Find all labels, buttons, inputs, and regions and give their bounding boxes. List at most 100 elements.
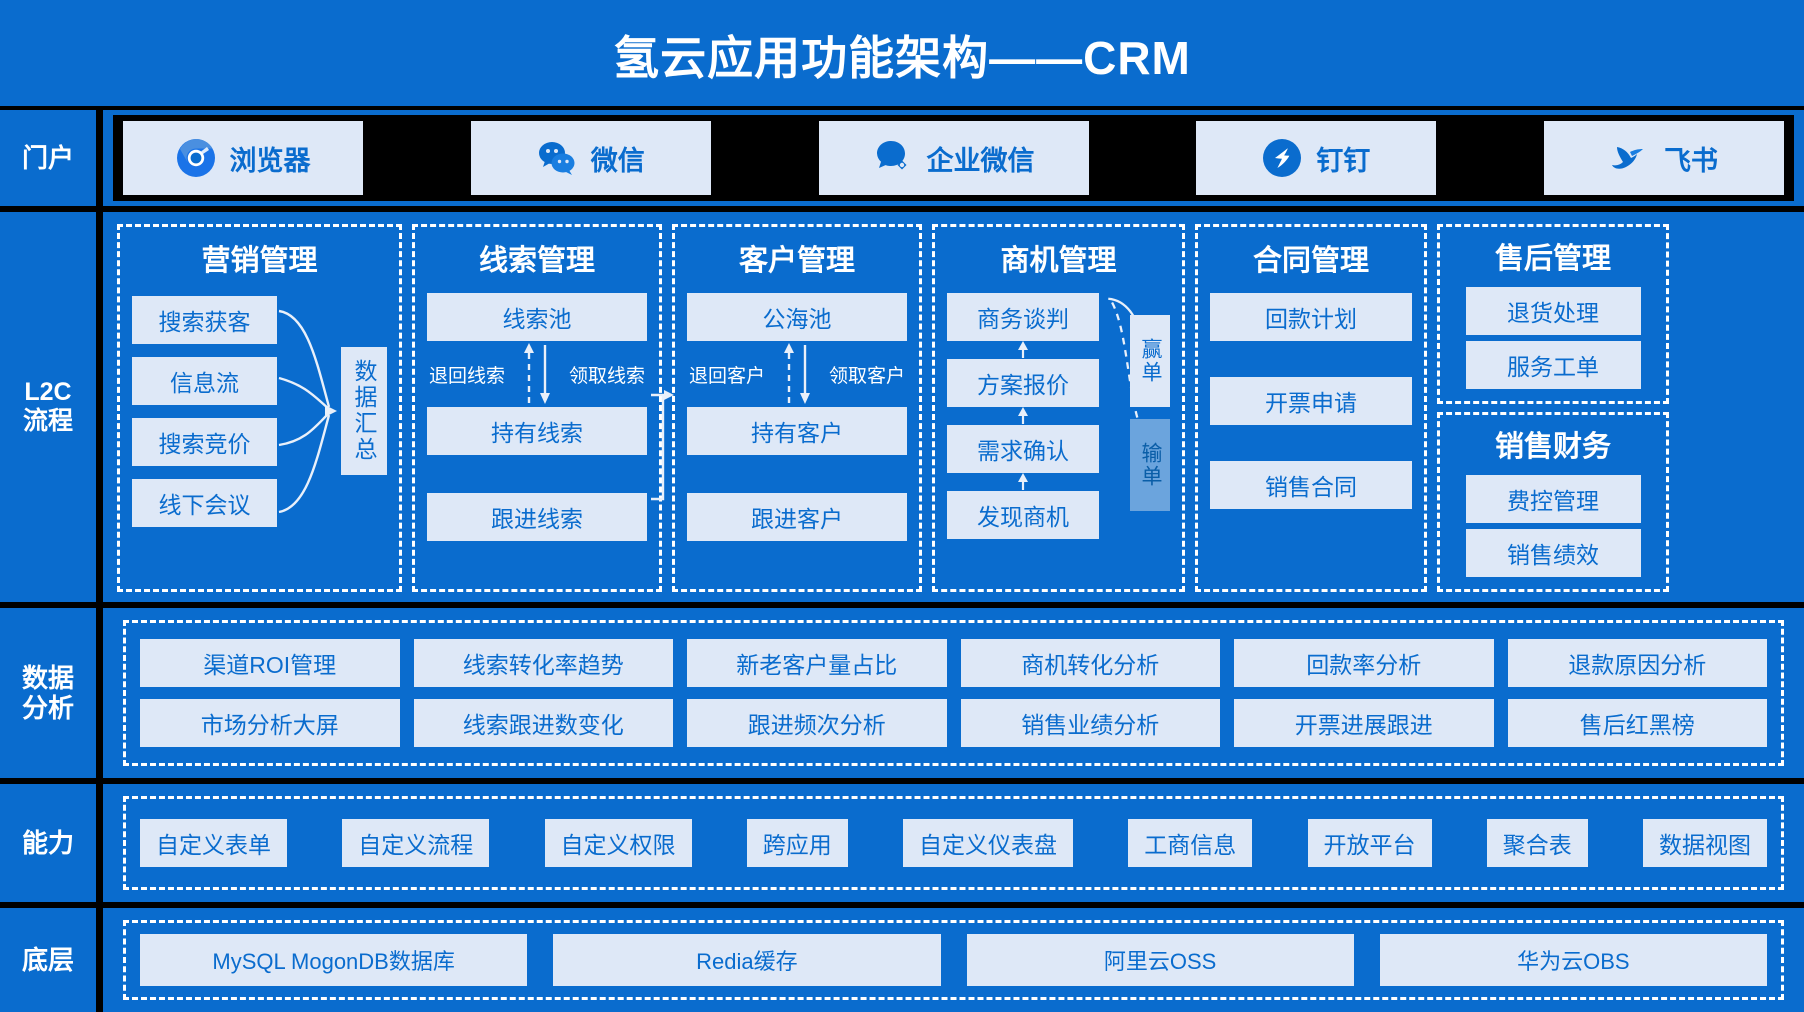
group-title: 售后管理 (1494, 243, 1611, 275)
chip-expense-control[interactable]: 费控管理 (1465, 475, 1641, 523)
rail-data-line2: 分析 (21, 693, 74, 723)
portal-item-wecom[interactable]: 企业微信 (818, 121, 1089, 195)
rail-divider (96, 212, 103, 602)
chip-lose-order[interactable]: 输单 (1130, 419, 1170, 511)
chip-discover-opportunity[interactable]: 发现商机 (947, 491, 1099, 539)
diagram-title-bar: 氢云应用功能架构——CRM (0, 0, 1804, 110)
rail-divider (96, 110, 103, 206)
chip-custom-flow[interactable]: 自定义流程 (342, 819, 490, 867)
portal-item-wechat[interactable]: 微信 (470, 121, 711, 195)
chip-requirement-confirm[interactable]: 需求确认 (947, 425, 1099, 473)
label-claim-customer: 领取客户 (828, 365, 905, 387)
label-return-lead: 退回线索 (429, 365, 506, 387)
chip-data-view[interactable]: 数据视图 (1643, 819, 1767, 867)
group-marketing: 营销管理 搜索获客 信息流 搜索竞价 线下会议 (117, 224, 402, 592)
page-title: 氢云应用功能架构——CRM (613, 32, 1191, 84)
group-opportunity: 商机管理 商务谈判 方案报价 (932, 224, 1185, 592)
customer-flow-connector: 退回客户 领取客户 (687, 341, 907, 407)
chip-search-acquire[interactable]: 搜索获客 (132, 295, 277, 344)
group-title: 销售财务 (1494, 431, 1611, 463)
chip-service-ticket[interactable]: 服务工单 (1465, 341, 1641, 389)
chip-payment-plan[interactable]: 回款计划 (1210, 293, 1412, 341)
chip-refund-reason[interactable]: 退款原因分析 (1507, 639, 1767, 687)
rail-l2c-line2: 流程 (22, 407, 73, 435)
chip-aftersales-ranking[interactable]: 售后红黑榜 (1507, 699, 1767, 747)
chrome-icon (176, 138, 216, 178)
chip-lead-pool[interactable]: 线索池 (427, 293, 647, 341)
chip-huawei-obs[interactable]: 华为云OBS (1379, 934, 1767, 986)
portal-row: 门户 浏览器 (0, 110, 1804, 206)
chip-market-dashboard[interactable]: 市场分析大屏 (140, 699, 400, 747)
feishu-icon (1610, 138, 1650, 178)
l2c-row: L2C 流程 营销管理 搜索获客 信息流 搜索竞价 线下会议 (0, 212, 1804, 602)
rail-label-base: 底层 (0, 908, 96, 1012)
row-separator (0, 778, 1804, 784)
data-analysis-row: 数据 分析 渠道ROI管理 线索转化率趋势 新老客户量占比 商机转化分析 回款率… (0, 608, 1804, 778)
rail-divider (96, 908, 103, 1012)
chip-business-negotiation[interactable]: 商务谈判 (947, 293, 1099, 341)
opportunity-stage-list: 商务谈判 方案报价 (947, 293, 1099, 539)
lead-flow-connector: 退回线索 领取线索 (427, 341, 647, 407)
row-separator (0, 902, 1804, 908)
chip-open-platform[interactable]: 开放平台 (1307, 819, 1432, 867)
chip-sales-contract[interactable]: 销售合同 (1210, 461, 1412, 509)
chip-payment-rate[interactable]: 回款率分析 (1234, 639, 1494, 687)
rail-label-portal: 门户 (0, 110, 96, 206)
portal-item-feishu[interactable]: 飞书 (1544, 121, 1784, 195)
chip-data-summary[interactable]: 数据汇总 (341, 347, 387, 475)
capability-panel: 自定义表单 自定义流程 自定义权限 跨应用 自定义仪表盘 工商信息 开放平台 聚… (123, 796, 1784, 890)
chip-custom-form[interactable]: 自定义表单 (140, 819, 287, 867)
group-lead: 线索管理 线索池 (412, 224, 662, 592)
chip-opportunity-conversion[interactable]: 商机转化分析 (960, 639, 1220, 687)
chip-sales-performance[interactable]: 销售绩效 (1465, 529, 1641, 577)
data-analysis-row-1: 渠道ROI管理 线索转化率趋势 新老客户量占比 商机转化分析 回款率分析 退款原… (140, 639, 1767, 687)
marketing-source-list: 搜索获客 信息流 搜索竞价 线下会议 (132, 295, 277, 527)
base-layer-row: 底层 MySQL MogonDB数据库 Redia缓存 阿里云OSS 华为云OB… (0, 908, 1804, 1012)
chip-cross-app[interactable]: 跨应用 (746, 819, 848, 867)
data-analysis-panel: 渠道ROI管理 线索转化率趋势 新老客户量占比 商机转化分析 回款率分析 退款原… (123, 620, 1784, 766)
chip-held-customer[interactable]: 持有客户 (687, 407, 907, 455)
chip-lead-conversion-trend[interactable]: 线索转化率趋势 (413, 639, 673, 687)
chip-aggregate-table[interactable]: 聚合表 (1486, 819, 1588, 867)
group-title: 营销管理 (201, 245, 318, 277)
group-customer: 客户管理 公海池 (651, 224, 922, 592)
chip-aliyun-oss[interactable]: 阿里云OSS (966, 934, 1354, 986)
chip-channel-roi[interactable]: 渠道ROI管理 (140, 639, 400, 687)
label-claim-lead: 领取线索 (568, 365, 645, 387)
chip-invoice-progress[interactable]: 开票进展跟进 (1234, 699, 1494, 747)
chip-follow-customer[interactable]: 跟进客户 (687, 493, 907, 541)
chip-public-pool[interactable]: 公海池 (687, 293, 907, 341)
chip-new-old-customer-ratio[interactable]: 新老客户量占比 (687, 639, 947, 687)
marketing-converge-arrows (277, 293, 339, 529)
chip-redis-cache[interactable]: Redia缓存 (553, 934, 941, 986)
chip-followup-frequency[interactable]: 跟进频次分析 (687, 699, 947, 747)
chip-held-lead[interactable]: 持有线索 (427, 407, 647, 455)
group-right-column: 售后管理 退货处理 服务工单 销售财务 费控管理 销售绩效 (1437, 224, 1669, 592)
chip-search-bidding[interactable]: 搜索竞价 (132, 417, 277, 466)
rail-label-data-analysis: 数据 分析 (0, 608, 96, 778)
row-separator (0, 602, 1804, 608)
chip-proposal-quote[interactable]: 方案报价 (947, 359, 1099, 407)
group-title: 线索管理 (478, 245, 595, 277)
dingtalk-icon (1262, 138, 1302, 178)
portal-item-browser[interactable]: 浏览器 (123, 121, 363, 195)
chip-return-processing[interactable]: 退货处理 (1465, 287, 1641, 335)
chip-lead-followup-change[interactable]: 线索跟进数变化 (413, 699, 673, 747)
chip-invoice-request[interactable]: 开票申请 (1210, 377, 1412, 425)
chip-offline-meeting[interactable]: 线下会议 (132, 478, 277, 527)
chip-business-info[interactable]: 工商信息 (1128, 819, 1253, 867)
base-layer-panel: MySQL MogonDB数据库 Redia缓存 阿里云OSS 华为云OBS (123, 920, 1784, 1000)
chip-sales-performance-analysis[interactable]: 销售业绩分析 (960, 699, 1220, 747)
chip-win-order[interactable]: 赢单 (1130, 315, 1170, 407)
portal-item-dingtalk[interactable]: 钉钉 (1196, 121, 1437, 195)
chip-mysql-mongodb[interactable]: MySQL MogonDB数据库 (140, 934, 528, 986)
chip-info-flow[interactable]: 信息流 (132, 356, 277, 405)
portal-item-label: 微信 (590, 145, 645, 176)
rail-divider (96, 784, 103, 902)
chip-custom-permission[interactable]: 自定义权限 (544, 819, 692, 867)
portal-strip: 浏览器 (113, 115, 1794, 201)
chip-custom-dashboard[interactable]: 自定义仪表盘 (903, 819, 1073, 867)
chip-follow-lead[interactable]: 跟进线索 (427, 493, 647, 541)
label-return-customer: 退回客户 (689, 365, 766, 387)
